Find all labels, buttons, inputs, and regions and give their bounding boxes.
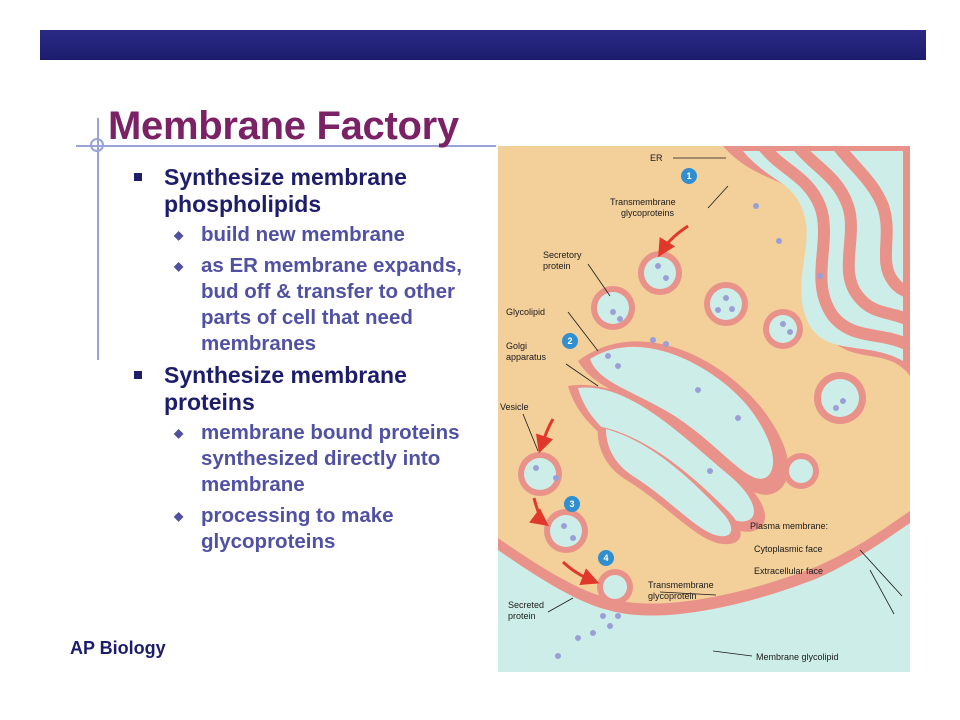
top-banner (40, 30, 926, 60)
decorative-crosshair (90, 138, 104, 152)
bullet-phospholipids: Synthesize membrane phospholipids (132, 164, 482, 218)
pathway-arrows (529, 224, 689, 586)
decorative-horizontal-rule (76, 145, 496, 147)
protein-dots (533, 203, 846, 659)
label-membrane-glycolipid: Membrane glycolipid (756, 652, 839, 662)
label-transmembrane-glycoprotein-1: Transmembrane (648, 580, 714, 590)
sub-bullet-er-expands: as ER membrane expands, bud off & transf… (132, 253, 482, 357)
bullet-proteins: Synthesize membrane proteins (132, 362, 482, 416)
label-extracellular-face: Extracellular face (754, 566, 823, 576)
label-secretory-protein-2: protein (543, 261, 571, 271)
label-glycolipid: Glycolipid (506, 307, 545, 317)
figure-illustration: 1 2 3 4 ER Transmembrane glycoproteins S… (498, 146, 910, 672)
bullet-list: Synthesize membrane phospholipids build … (132, 164, 482, 560)
decorative-vertical-rule (97, 118, 99, 360)
sub-bullet-build-membrane: build new membrane (132, 222, 482, 248)
step-1-label: 1 (686, 171, 691, 181)
footer-label: AP Biology (70, 638, 166, 658)
sub-bullet-glycoproteins: processing to make glycoproteins (132, 503, 482, 555)
leader-lines (522, 157, 903, 657)
label-er: ER (650, 153, 663, 163)
step-2-label: 2 (567, 336, 572, 346)
plasma-membrane (498, 511, 910, 672)
step-circles (562, 168, 697, 566)
step-3-label: 3 (569, 499, 574, 509)
label-vesicle: Vesicle (500, 402, 529, 412)
label-secreted-protein-2: protein (508, 611, 536, 621)
label-transmembrane-glycoproteins-1: Transmembrane (610, 197, 676, 207)
label-cytoplasmic-face: Cytoplasmic face (754, 544, 823, 554)
er-membrane (723, 146, 910, 376)
sub-bullet-membrane-bound: membrane bound proteins synthesized dire… (132, 420, 482, 498)
label-golgi-1: Golgi (506, 341, 527, 351)
step-4-label: 4 (603, 553, 608, 563)
label-plasma-membrane: Plasma membrane: (750, 521, 828, 531)
label-transmembrane-glycoproteins-2: glycoproteins (621, 208, 675, 218)
vesicles (518, 251, 866, 553)
golgi-stack (568, 341, 789, 545)
label-golgi-2: apparatus (506, 352, 547, 362)
label-secreted-protein-1: Secreted (508, 600, 544, 610)
slide-title: Membrane Factory (108, 104, 459, 148)
membrane-factory-figure: 1 2 3 4 ER Transmembrane glycoproteins S… (498, 146, 910, 672)
label-transmembrane-glycoprotein-2: glycoprotein (648, 591, 697, 601)
label-secretory-protein-1: Secretory (543, 250, 582, 260)
